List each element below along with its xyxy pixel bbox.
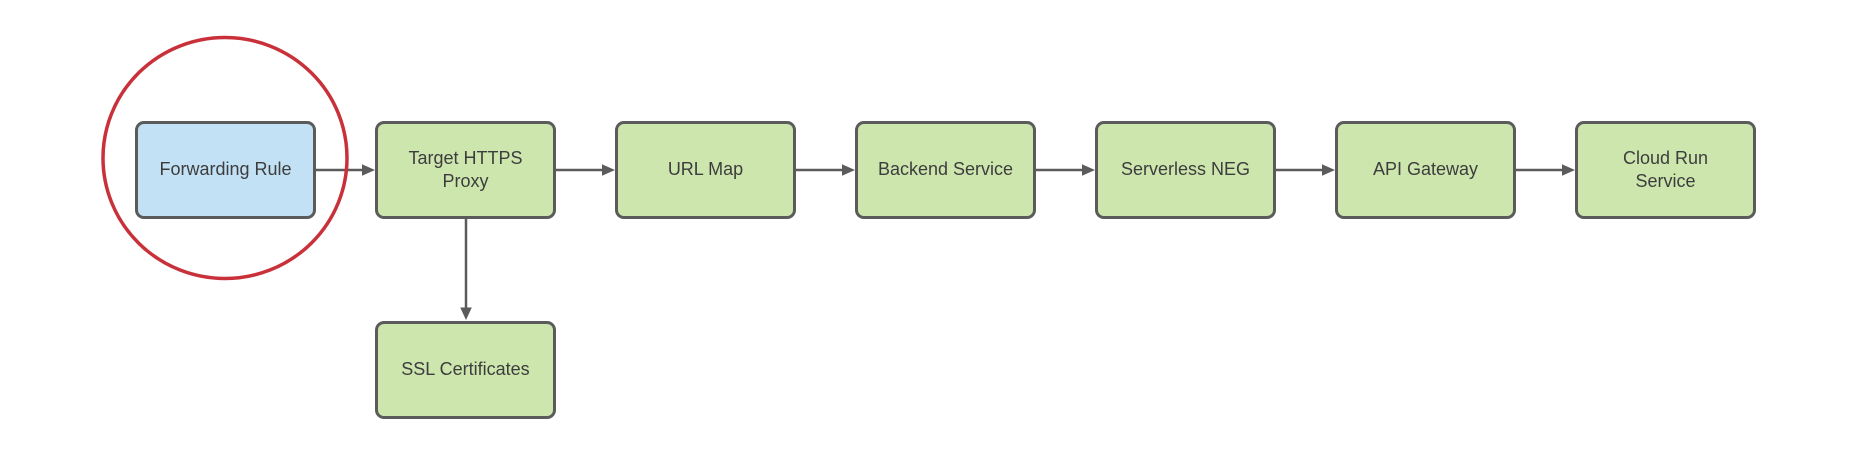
- node-url-map[interactable]: URL Map: [615, 121, 796, 219]
- node-api-gateway[interactable]: API Gateway: [1335, 121, 1516, 219]
- arrow-forwarding-rule-to-target-https-proxy: [316, 164, 375, 176]
- arrow-api-gateway-to-cloud-run-service: [1516, 164, 1575, 176]
- arrow-url-map-to-backend-service: [796, 164, 855, 176]
- arrow-backend-service-to-serverless-neg: [1036, 164, 1095, 176]
- node-cloud-run-service[interactable]: Cloud Run Service: [1575, 121, 1756, 219]
- node-ssl-certificates[interactable]: SSL Certificates: [375, 321, 556, 419]
- arrow-target-https-proxy-to-url-map: [556, 164, 615, 176]
- arrow-target-https-proxy-to-ssl-certificates: [460, 219, 472, 320]
- node-backend-service[interactable]: Backend Service: [855, 121, 1036, 219]
- node-serverless-neg[interactable]: Serverless NEG: [1095, 121, 1276, 219]
- node-forwarding-rule[interactable]: Forwarding Rule: [135, 121, 316, 219]
- node-target-https-proxy[interactable]: Target HTTPS Proxy: [375, 121, 556, 219]
- arrow-serverless-neg-to-api-gateway: [1276, 164, 1335, 176]
